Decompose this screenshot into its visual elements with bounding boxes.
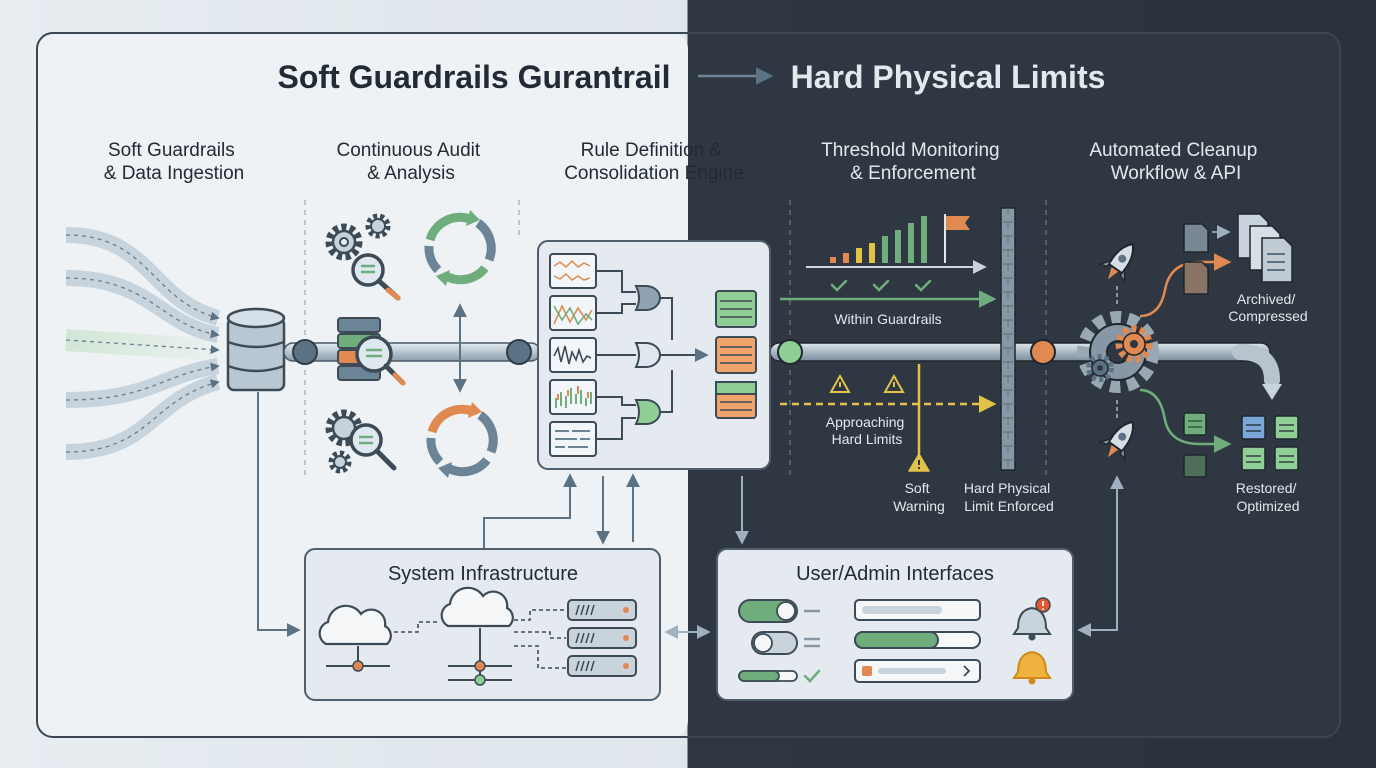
pipe-node-4: [1030, 339, 1056, 365]
user-admin-interfaces-panel: User/Admin Interfaces: [716, 548, 1074, 701]
hard-limit-label: Hard Physical Limit Enforced: [964, 480, 1054, 514]
gear-icon: [1086, 354, 1114, 382]
pipe-node-3: [777, 339, 803, 365]
stage-headings: Soft Guardrails & Data Ingestion Continu…: [104, 140, 1262, 184]
progress-mini: [738, 669, 821, 683]
approaching-label: Approaching Hard Limits: [826, 414, 909, 447]
gear-icon: [1115, 325, 1153, 363]
rule-cards: [715, 290, 757, 419]
title-left: Soft Guardrails Gurantrail: [278, 59, 671, 95]
archived-label: Archived/ Compressed: [1228, 291, 1307, 324]
warning-icon: [829, 373, 905, 393]
diagram-title: Soft Guardrails Gurantrail Hard Physical…: [278, 59, 1106, 95]
toggle-switch-on: [738, 599, 820, 623]
gear-icon: [365, 213, 391, 239]
pipe-node-2: [506, 339, 532, 365]
hard-limit-wall: [1000, 207, 1016, 471]
infrastructure-title: System Infrastructure: [388, 563, 578, 585]
cloud-icon: [440, 586, 514, 686]
magnifier-icon: [355, 335, 406, 386]
magnifier-icon: [351, 253, 401, 301]
toggle-switch-off: [751, 631, 820, 655]
cleanup-workflow: Archived/ Compressed Restored/ Optimized: [1077, 213, 1308, 514]
restored-items: [1183, 412, 1299, 478]
cloud-icon: [318, 604, 392, 672]
data-streams: [65, 227, 221, 460]
stage-2-heading: Continuous Audit & Analysis: [337, 140, 486, 184]
refresh-cycle-icon: [424, 210, 496, 286]
chart-thumbnails: [549, 253, 597, 457]
stage-1-heading: Soft Guardrails & Data Ingestion: [104, 140, 244, 184]
gear-icon: [328, 450, 352, 474]
database-icon: [226, 307, 286, 392]
document-icon: [1183, 223, 1231, 295]
threshold-monitoring: Within Guardrails Approaching Hard Limit…: [780, 207, 1054, 514]
restore-arrow: [1139, 388, 1232, 453]
stage-3-heading: Rule Definition & Consolidation Engine: [564, 140, 744, 184]
logic-gates: [596, 270, 706, 440]
gear-icon: [325, 223, 363, 261]
soft-warning-label: Soft Warning: [893, 480, 945, 514]
restored-label: Restored/ Optimized: [1236, 480, 1301, 514]
refresh-cycle-icon: [426, 402, 498, 478]
magnifier-icon: [349, 423, 397, 471]
rocket-icon: [1097, 242, 1134, 284]
system-infrastructure-panel: System Infrastructure: [304, 548, 661, 701]
stage-4-heading: Threshold Monitoring & Enforcement: [821, 140, 1005, 184]
bell-icon: [1012, 650, 1052, 685]
connector-arrows: [257, 392, 1124, 639]
input-field-bars: [854, 599, 981, 683]
audit-analysis: [325, 210, 498, 478]
warning-icon: [908, 453, 930, 472]
check-icon: [803, 669, 821, 683]
stage-5-heading: Automated Cleanup Workflow & API: [1089, 140, 1262, 184]
title-right: Hard Physical Limits: [791, 59, 1106, 95]
bell-alert-icon: [1012, 597, 1052, 641]
rocket-icon: [1097, 420, 1134, 462]
pipe-node-1: [292, 339, 318, 365]
bar-gauge: [806, 214, 987, 274]
document-stack-icon: [1237, 213, 1293, 283]
interfaces-title: User/Admin Interfaces: [796, 563, 994, 585]
server-rack-icon: [567, 599, 637, 677]
rule-engine-card: [537, 240, 771, 470]
check-icon: [830, 279, 932, 292]
within-label: Within Guardrails: [834, 311, 941, 327]
